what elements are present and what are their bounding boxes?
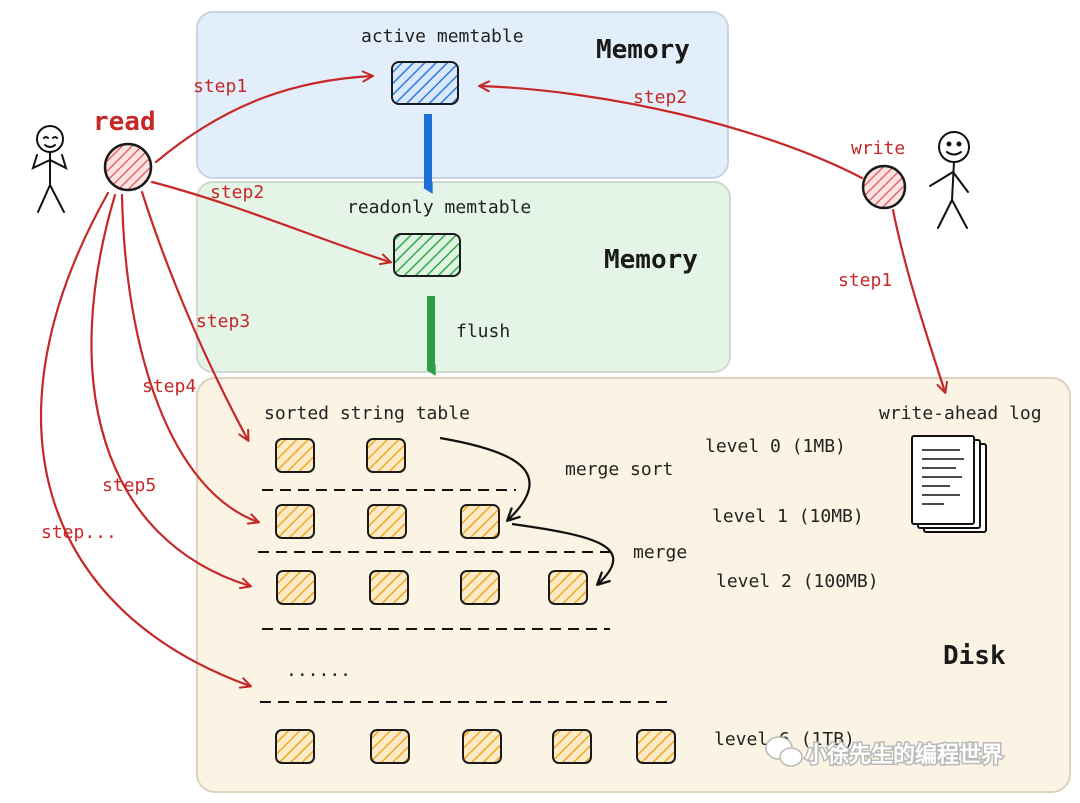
- sstable-block: [636, 729, 676, 764]
- read-step2-arrow: [150, 180, 390, 262]
- read-step4-label: step4: [142, 376, 196, 397]
- read-node: [103, 142, 153, 192]
- sstable-title: sorted string table: [264, 403, 470, 424]
- document-icon: [911, 435, 987, 533]
- memory-active-region: [196, 11, 729, 179]
- sstable-block: [370, 729, 410, 764]
- sstable-block: [548, 570, 588, 605]
- sstable-block: [552, 729, 592, 764]
- flush-label: flush: [456, 321, 510, 342]
- levels-ellipsis: ......: [286, 660, 351, 681]
- wal-label: write-ahead log: [879, 403, 1042, 424]
- active-memtable-block: [391, 61, 459, 105]
- merge-label: merge: [633, 542, 687, 563]
- read-step1-arrow: [154, 76, 372, 164]
- write-label: write: [851, 138, 905, 159]
- write-step1-label: step1: [838, 270, 892, 291]
- read-label: read: [93, 107, 156, 137]
- sstable-block: [367, 504, 407, 539]
- sstable-block: [366, 438, 406, 473]
- sstable-blocks: [275, 438, 676, 764]
- merge-sort-label: merge sort: [565, 459, 673, 480]
- memory-readonly-label: Memory: [604, 245, 698, 275]
- level-label: level 0 (1MB): [705, 436, 846, 457]
- active-memtable-label: active memtable: [361, 26, 524, 47]
- writer-figure: [929, 131, 970, 229]
- read-step1-label: step1: [193, 76, 247, 97]
- write-step2-arrow: [480, 86, 864, 180]
- write-node: [861, 164, 907, 210]
- disk-region: [196, 377, 1071, 793]
- read-step5-label: step5: [102, 475, 156, 496]
- sstable-block: [460, 570, 500, 605]
- sstable-block: [460, 504, 500, 539]
- memory-readonly-region: [196, 181, 731, 373]
- watermark: 小徐先生的编程世界: [765, 736, 1005, 770]
- level-label: level 1 (10MB): [712, 506, 864, 527]
- merge-sort-arrow: [439, 436, 531, 520]
- disk-label: Disk: [943, 641, 1006, 671]
- readonly-memtable-label: readonly memtable: [347, 197, 531, 218]
- write-step1-arrow: [891, 208, 945, 392]
- sstable-block: [275, 729, 315, 764]
- watermark-text: 小徐先生的编程世界: [805, 742, 1003, 768]
- read-step3-label: step3: [196, 311, 250, 332]
- merge-arrow: [511, 522, 615, 584]
- read-step2-label: step2: [210, 182, 264, 203]
- read-step3-arrow: [140, 190, 248, 440]
- sstable-block: [369, 570, 409, 605]
- sstable-block: [275, 438, 315, 473]
- read-step4-arrow: [120, 193, 258, 522]
- read-step-more-label: step...: [41, 522, 117, 543]
- level-label: level 2 (100MB): [716, 571, 879, 592]
- sstable-block: [275, 504, 315, 539]
- memory-active-label: Memory: [596, 35, 690, 65]
- readonly-memtable-block: [393, 233, 461, 277]
- reader-figure: [31, 125, 68, 213]
- sstable-block: [276, 570, 316, 605]
- read-step-more-arrow: [40, 191, 250, 686]
- wechat-icon: [765, 736, 803, 767]
- write-step2-label: step2: [633, 87, 687, 108]
- read-step5-arrow: [90, 193, 250, 586]
- sstable-block: [462, 729, 502, 764]
